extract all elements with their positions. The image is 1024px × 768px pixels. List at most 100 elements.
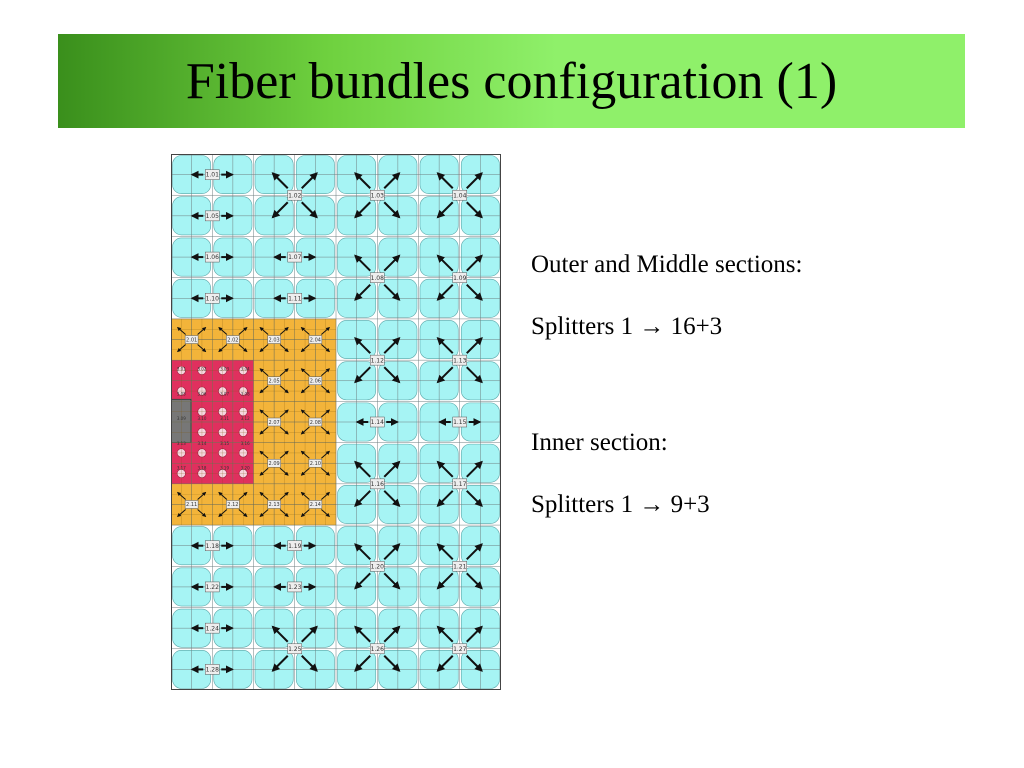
splitter-label-1-15: 1.15 <box>453 419 467 426</box>
splitter-arrow <box>271 655 289 672</box>
splitter-label-1-04-box <box>452 189 467 201</box>
inner-label-3-08: 3.08 <box>241 391 250 396</box>
middle-arrow <box>300 509 310 517</box>
splitter-arrow <box>436 283 454 301</box>
splitter-arrow <box>466 655 483 672</box>
middle-arrow <box>300 450 310 459</box>
splitter-label-1-17-box <box>452 478 467 490</box>
splitter-arrow <box>466 283 483 301</box>
splitter-arrow <box>271 625 289 643</box>
middle-label-2-14-box <box>308 500 323 509</box>
middle-arrow <box>321 509 330 517</box>
middle-arrow <box>300 327 310 335</box>
splitter-label-1-16-box <box>370 478 385 490</box>
splitter-arrow <box>466 572 483 590</box>
middle-label-2-10-box <box>308 458 323 468</box>
splitter-arrow <box>436 460 454 478</box>
splitter-label-1-26: 1.26 <box>371 646 385 653</box>
middle-arrow <box>238 509 248 517</box>
splitter-label-1-26-box <box>370 643 385 655</box>
middle-label-2-12: 2.12 <box>227 502 238 508</box>
middle-arrow <box>259 491 269 500</box>
middle-arrow <box>300 426 310 435</box>
middle-arrow <box>259 467 269 476</box>
middle-label-2-08-box <box>308 417 323 427</box>
splitter-label-1-10-box <box>205 293 220 304</box>
splitter-label-1-01-box <box>205 169 220 180</box>
middle-arrow <box>259 426 269 435</box>
inner-label-3-01: 3.01 <box>177 367 186 372</box>
splitter-label-1-17: 1.17 <box>453 481 467 488</box>
middle-arrow <box>279 509 289 517</box>
middle-arrow <box>321 385 330 394</box>
splitter-arrow <box>354 254 371 272</box>
middle-label-2-03-box <box>267 335 281 344</box>
middle-label-2-01: 2.01 <box>186 337 197 343</box>
splitter-arrow <box>354 460 371 478</box>
splitter-label-1-24-box <box>205 622 220 634</box>
middle-label-2-11-box <box>184 500 199 509</box>
middle-arrow <box>238 344 248 353</box>
middle-label-2-06: 2.06 <box>310 379 321 385</box>
inner-label-3-10: 3.10 <box>197 416 206 421</box>
splitter-arrow <box>354 490 371 507</box>
splitter-arrow <box>436 254 454 272</box>
splitter-label-1-20: 1.20 <box>371 563 385 570</box>
splitter-label-1-28-box <box>205 664 220 675</box>
middle-arrow <box>279 491 289 500</box>
outer-section-heading: Outer and Middle sections: <box>531 251 803 278</box>
splitter-label-1-15-box <box>452 416 467 428</box>
splitter-arrow <box>301 655 318 672</box>
splitter-label-1-05-box <box>205 210 220 222</box>
splitter-label-1-08: 1.08 <box>371 275 385 282</box>
splitter-arrow <box>383 572 401 590</box>
splitter-label-1-21: 1.21 <box>453 563 467 570</box>
middle-arrow <box>177 491 186 500</box>
splitter-label-1-25: 1.25 <box>288 646 302 653</box>
middle-label-2-01-box <box>184 335 199 344</box>
middle-arrow <box>300 368 310 377</box>
middle-arrow <box>259 450 269 459</box>
splitter-arrow <box>354 543 371 561</box>
middle-arrow <box>197 509 207 517</box>
splitter-arrow <box>354 572 371 590</box>
splitter-arrow <box>383 366 401 384</box>
middle-arrow <box>321 409 330 418</box>
splitter-arrow <box>383 283 401 301</box>
splitter-label-1-11-box <box>287 293 302 304</box>
splitter-label-1-10: 1.10 <box>206 295 220 302</box>
middle-label-2-03: 2.03 <box>269 337 280 343</box>
inner-label-3-16: 3.16 <box>241 441 250 446</box>
middle-label-2-10: 2.10 <box>310 461 321 467</box>
middle-label-2-02: 2.02 <box>227 337 238 343</box>
splitter-label-1-11: 1.11 <box>288 295 302 302</box>
middle-arrow <box>218 509 228 517</box>
splitter-label-1-02: 1.02 <box>288 192 302 199</box>
splitter-label-1-22-box <box>205 581 220 593</box>
middle-arrow <box>300 344 310 353</box>
inner-label-3-09: 3.09 <box>177 416 186 421</box>
splitter-arrow <box>436 543 454 561</box>
splitter-label-1-25-box <box>287 643 302 655</box>
inner-label-3-05: 3.05 <box>177 391 186 396</box>
middle-arrow <box>279 385 289 394</box>
splitter-arrow <box>466 543 483 561</box>
splitter-arrow <box>354 366 371 384</box>
splitter-arrow <box>354 172 371 189</box>
splitter-label-1-21-box <box>452 561 467 572</box>
splitter-arrow <box>436 366 454 384</box>
splitter-label-1-07: 1.07 <box>288 254 302 261</box>
middle-label-2-02-box <box>226 335 240 344</box>
splitter-arrow <box>383 337 401 354</box>
middle-arrow <box>279 409 289 418</box>
middle-arrow <box>300 409 310 418</box>
splitter-arrow <box>383 201 401 219</box>
splitter-label-1-13: 1.13 <box>453 357 467 364</box>
middle-label-2-13-box <box>267 500 281 509</box>
middle-label-2-07: 2.07 <box>269 420 280 426</box>
splitter-arrow <box>354 201 371 219</box>
inner-section-heading: Inner section: <box>531 429 668 456</box>
middle-arrow <box>197 344 207 353</box>
